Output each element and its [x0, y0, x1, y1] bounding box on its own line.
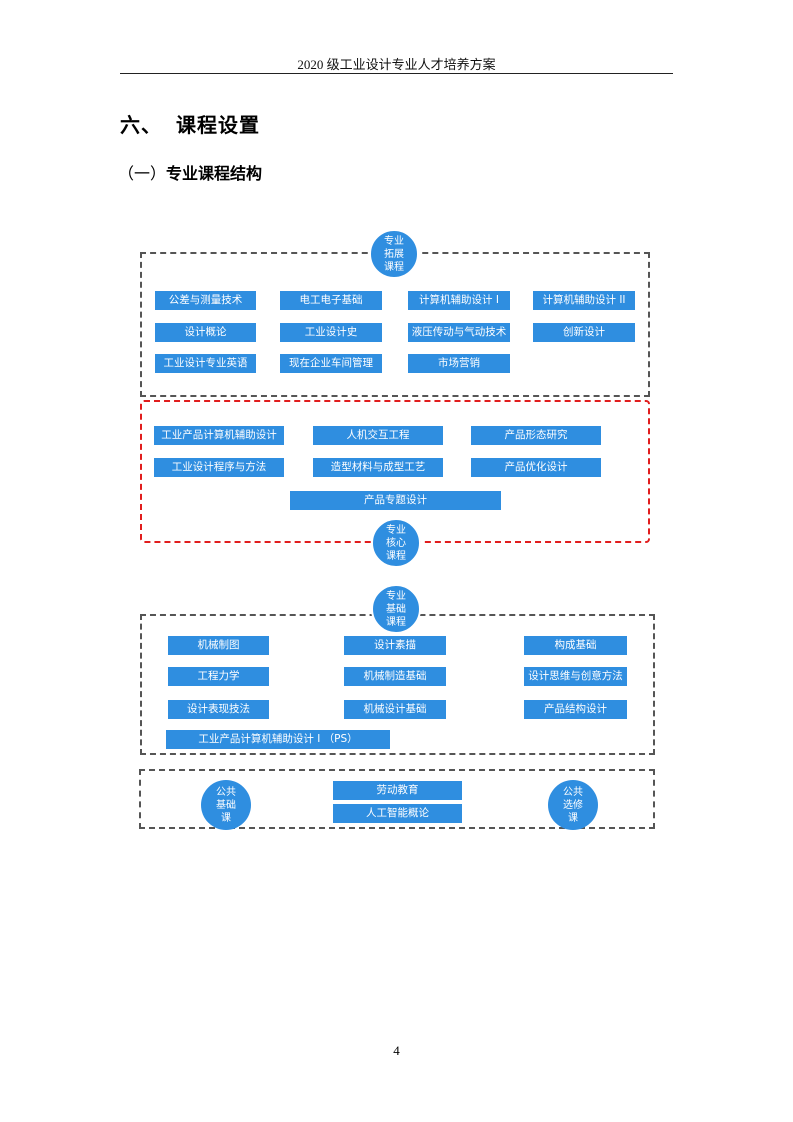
- course-box: 造型材料与成型工艺: [313, 458, 443, 477]
- course-box: 产品专题设计: [290, 491, 501, 510]
- public-elective-label-circle: 公共选修课: [548, 780, 598, 830]
- core-label-circle: 专业核心课程: [371, 518, 421, 568]
- page-number: 4: [393, 1043, 400, 1058]
- course-box: 工业设计专业英语: [155, 354, 256, 373]
- course-box: 电工电子基础: [280, 291, 382, 310]
- course-box: 产品形态研究: [471, 426, 601, 445]
- course-box: 工业产品计算机辅助设计 I （PS）: [166, 730, 390, 749]
- page-header: 2020 级工业设计专业人才培养方案: [297, 57, 496, 72]
- course-box: 劳动教育: [333, 781, 462, 800]
- course-box: 机械制造基础: [344, 667, 446, 686]
- course-box: 市场营销: [408, 354, 510, 373]
- course-box: 设计概论: [155, 323, 256, 342]
- course-box: 创新设计: [533, 323, 635, 342]
- course-box: 人工智能概论: [333, 804, 462, 823]
- section-heading: 六、课程设置: [120, 109, 260, 138]
- subsection-heading: （一）专业课程结构: [118, 160, 262, 184]
- course-box: 产品优化设计: [471, 458, 601, 477]
- public-frame: [139, 769, 655, 829]
- subsection-number: （一）: [118, 164, 167, 183]
- course-box: 构成基础: [524, 636, 627, 655]
- course-box: 工业产品计算机辅助设计: [154, 426, 284, 445]
- course-box: 计算机辅助设计 I: [408, 291, 510, 310]
- course-box: 液压传动与气动技术: [408, 323, 510, 342]
- course-box: 工程力学: [168, 667, 269, 686]
- course-box: 计算机辅助设计 II: [533, 291, 635, 310]
- course-box: 工业设计程序与方法: [154, 458, 284, 477]
- course-box: 工业设计史: [280, 323, 382, 342]
- course-box: 人机交互工程: [313, 426, 443, 445]
- foundation-label-circle: 专业基础课程: [371, 584, 421, 634]
- course-box: 设计思维与创意方法: [524, 667, 627, 686]
- public-basic-label-circle: 公共基础课: [201, 780, 251, 830]
- course-box: 公差与测量技术: [155, 291, 256, 310]
- course-box: 机械设计基础: [344, 700, 446, 719]
- course-box: 设计表现技法: [168, 700, 269, 719]
- extension-label-circle: 专业拓展课程: [369, 229, 419, 279]
- course-box: 机械制图: [168, 636, 269, 655]
- section-title: 课程设置: [176, 113, 260, 137]
- section-number: 六、: [120, 113, 162, 137]
- header-rule: [120, 73, 673, 74]
- course-box: 现在企业车间管理: [280, 354, 382, 373]
- course-box: 设计素描: [344, 636, 446, 655]
- subsection-title: 专业课程结构: [166, 164, 263, 183]
- course-box: 产品结构设计: [524, 700, 627, 719]
